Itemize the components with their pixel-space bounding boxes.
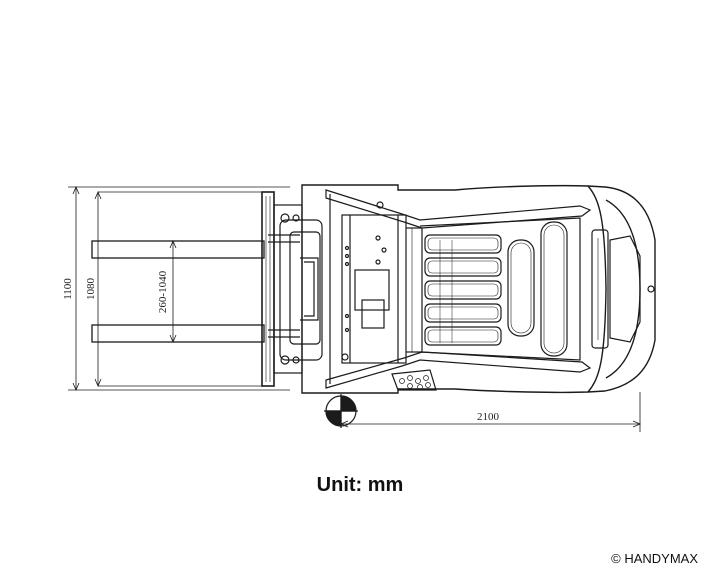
lower-fork [91, 324, 265, 343]
step-plate [391, 369, 437, 391]
mast-frame [341, 201, 423, 364]
dimension-lines [68, 185, 290, 392]
overhead-guard [325, 189, 592, 389]
copyright-notice: © HANDYMAX [611, 551, 698, 566]
floor-pads [419, 217, 581, 361]
counterweight [591, 229, 655, 349]
forks [91, 240, 265, 343]
overall-length-label: 2100 [477, 411, 500, 423]
battery-cells [424, 234, 502, 346]
unit-label: Unit: mm [316, 474, 404, 496]
overall-width-label: 1100 [62, 278, 74, 300]
wheel-center-cross-icon [324, 394, 358, 428]
length-dimension [339, 392, 642, 432]
fork-carriage [261, 191, 323, 387]
upper-fork [91, 240, 265, 259]
fork-spread-label: 260-1040 [157, 270, 169, 313]
fork-outer-width-label: 1080 [85, 278, 97, 301]
